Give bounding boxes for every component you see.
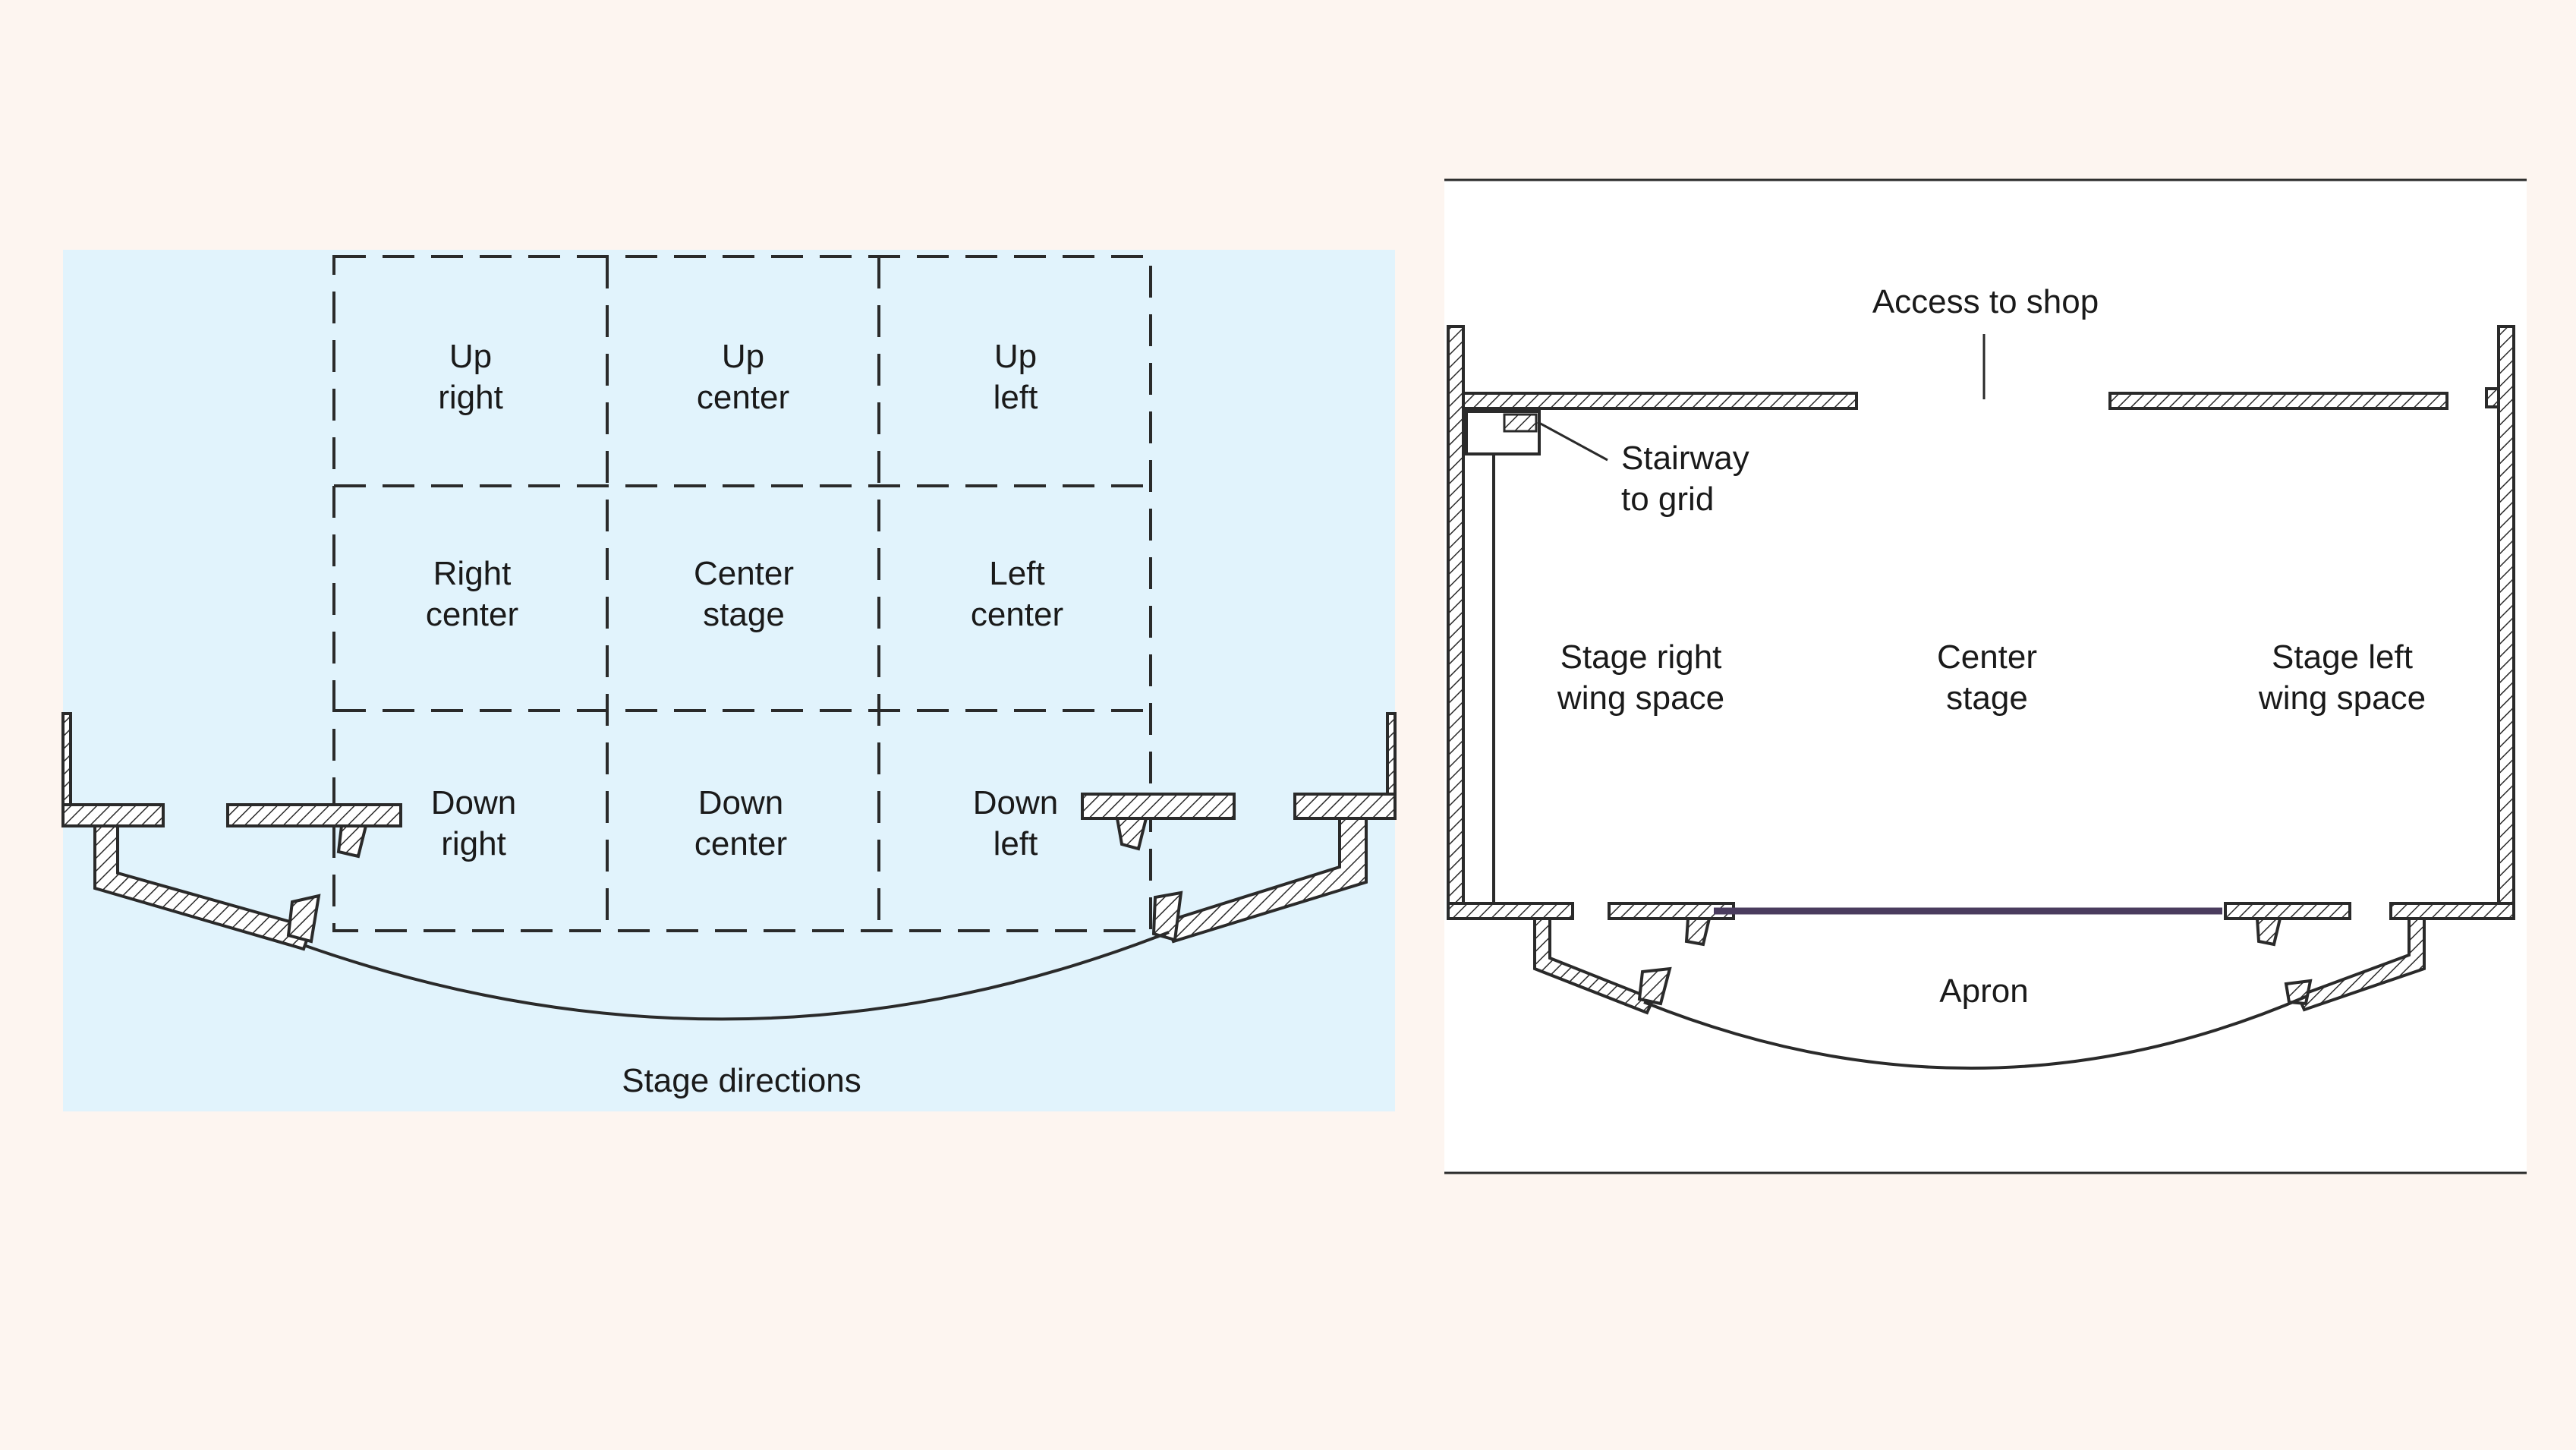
stair-treads — [1503, 413, 1538, 433]
left-inner-flat — [226, 803, 402, 827]
right-apron-wall — [1164, 817, 1368, 944]
left-proscenium — [61, 712, 1397, 951]
apron-label: Apron — [1939, 972, 2028, 1010]
back-wall-left — [1447, 392, 1858, 410]
front-wall-right-outer — [2389, 902, 2515, 920]
left-wall-stub — [61, 712, 72, 806]
side-wall-left — [1447, 325, 1465, 920]
apron-jamb-left — [1637, 966, 1672, 1006]
stage-directions-caption: Stage directions — [622, 1062, 861, 1099]
left-panel — [63, 250, 1395, 1111]
apron-edge — [1643, 995, 2308, 1070]
access-to-shop-label: Access to shop — [1872, 283, 2099, 320]
building-walls — [1447, 325, 2515, 1015]
right-door-jamb — [1115, 817, 1148, 851]
left-door-jamb — [336, 824, 368, 859]
door-jamb-right — [2255, 917, 2282, 947]
right-inner-flat — [1081, 793, 1236, 820]
front-wall-right-inner — [2224, 902, 2351, 920]
side-wall-right-stub — [2485, 387, 2500, 408]
stairway-to-grid — [1465, 410, 1608, 903]
stairway-leader — [1537, 421, 1608, 462]
right-apron-jamb — [1151, 890, 1183, 942]
direction-grid — [332, 255, 1152, 932]
door-jamb-left — [1684, 917, 1712, 947]
right-outer-flat — [1293, 793, 1397, 820]
left-apron-edge — [303, 931, 1170, 1021]
front-wall-left-outer — [1447, 902, 1574, 920]
side-wall-right — [2497, 325, 2515, 920]
left-outer-flat — [61, 803, 165, 827]
left-apron-jamb — [286, 894, 321, 944]
apron-wall-right — [2296, 917, 2426, 1012]
back-wall-right — [2108, 392, 2448, 410]
right-panel — [1444, 179, 2527, 1174]
right-wall-stub — [1386, 712, 1397, 806]
grid-outline — [332, 255, 1152, 932]
